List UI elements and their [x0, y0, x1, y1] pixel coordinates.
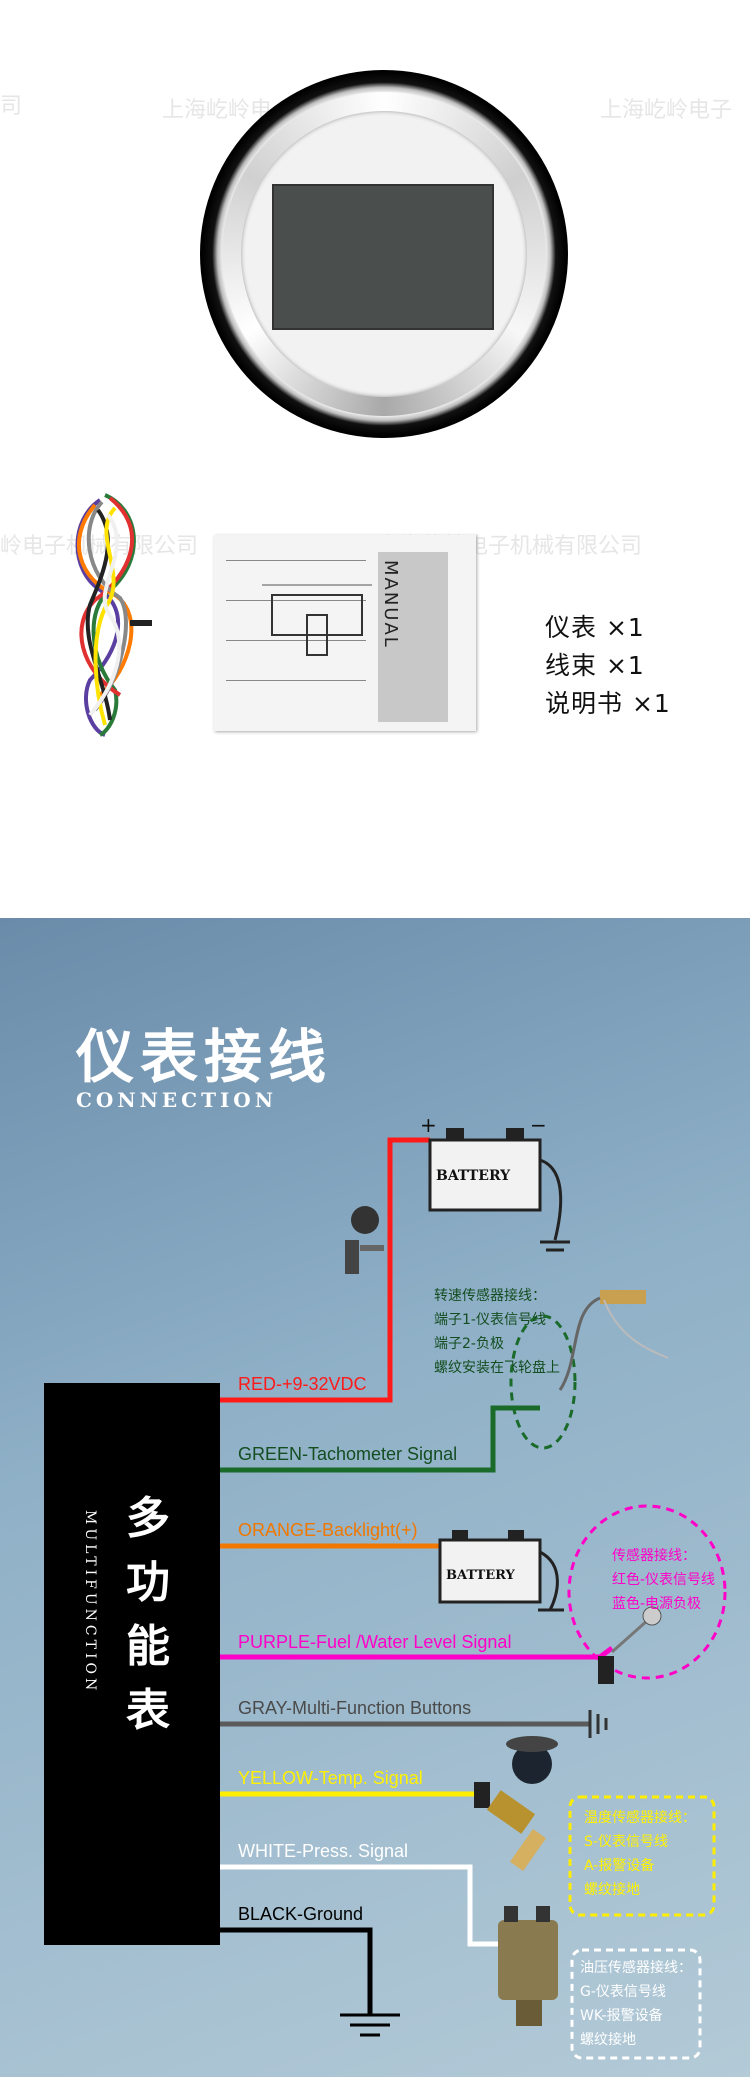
red-wire	[220, 1137, 430, 1403]
tach-note: 转速传感器接线： 端子1-仪表信号线 端子2-负极 螺纹安装在飞轮盘上	[434, 1288, 560, 1376]
tach-sensor-callout	[509, 1314, 577, 1450]
watermark: 司	[0, 94, 23, 119]
temp-note: 温度传感器接线： S-仪表信号线 A-报警设备 螺纹接地	[584, 1810, 696, 1898]
press-note-box	[570, 1948, 702, 2060]
manual-text-line	[226, 600, 366, 601]
wire-label-red: RED-+9-32VDC	[238, 1374, 367, 1394]
watermark: 岭电子机械有限公司	[0, 534, 199, 559]
manual-diagram	[262, 584, 372, 656]
device-label-vertical: MULTIFUNCTION	[82, 1510, 98, 1695]
ground-icon	[340, 2013, 400, 2037]
package-item: 线束 ×1	[545, 651, 645, 680]
green-wire	[220, 1405, 540, 1473]
battery-icon	[428, 1128, 570, 1252]
manual-text-line	[226, 640, 366, 641]
battery-label: BATTERY	[436, 1168, 511, 1184]
connection-subtitle: CONNECTION	[76, 1088, 278, 1112]
multifunction-gauge-box	[44, 1383, 220, 1945]
manual-cover-stripe	[378, 552, 448, 722]
wire-label-purple: PURPLE-Fuel /Water Level Signal	[238, 1632, 512, 1652]
gray-ground-icon	[588, 1710, 608, 1738]
battery-minus: −	[530, 1113, 547, 1137]
fuel-note: 传感器接线： 红色-仪表信号线 蓝色-电源负极	[612, 1548, 716, 1612]
watermark: 上海屹岭电子	[600, 98, 733, 123]
manual-text-line	[226, 560, 366, 561]
device-label-char: 能	[126, 1621, 170, 1672]
device-label-char: 表	[126, 1685, 170, 1736]
package-item: 仪表 ×1	[545, 613, 645, 642]
key-switch-icon	[345, 1206, 384, 1274]
temp-sensor-icon	[474, 1782, 547, 1871]
device-label-char: 多	[126, 1493, 170, 1544]
device-label-char: 功	[126, 1557, 170, 1608]
fuel-sensor-callout	[567, 1504, 727, 1680]
battery-label: BATTERY	[446, 1568, 515, 1583]
battery-icon	[438, 1530, 564, 1612]
button-icon	[506, 1736, 558, 1784]
tach-sensor-icon	[558, 1290, 669, 1391]
wire-label-gray: GRAY-Multi-Function Buttons	[238, 1698, 472, 1718]
gauge-lcd-screen	[272, 184, 494, 330]
wire-label-white: WHITE-Press. Signal	[238, 1841, 409, 1861]
manual-title: MANUAL	[380, 560, 401, 649]
temp-note-box	[568, 1795, 716, 1917]
wiring-diagram: + −	[220, 1113, 727, 2060]
press-note: 油压传感器接线： G-仪表信号线 WK-报警设备 螺纹接地	[580, 1960, 692, 2048]
wire-label-black: BLACK-Ground	[238, 1904, 364, 1924]
watermark: 上海屹岭电	[162, 98, 273, 123]
press-sensor-icon	[498, 1906, 558, 2026]
package-item: 说明书 ×1	[545, 689, 671, 718]
battery-plus: +	[420, 1113, 437, 1137]
wire-harness-image	[75, 493, 152, 737]
white-wire	[220, 1864, 500, 1947]
manual-text-line	[226, 680, 366, 681]
wire-label-green: GREEN-Tachometer Signal	[238, 1444, 458, 1464]
wire-label-orange: ORANGE-Backlight(+)	[238, 1520, 418, 1540]
connection-title: 仪表接线	[76, 1023, 333, 1091]
wire-label-yellow: YELLOW-Temp. Signal	[238, 1768, 423, 1788]
fuel-sensor-icon	[598, 1606, 662, 1684]
black-wire	[220, 1927, 373, 2015]
